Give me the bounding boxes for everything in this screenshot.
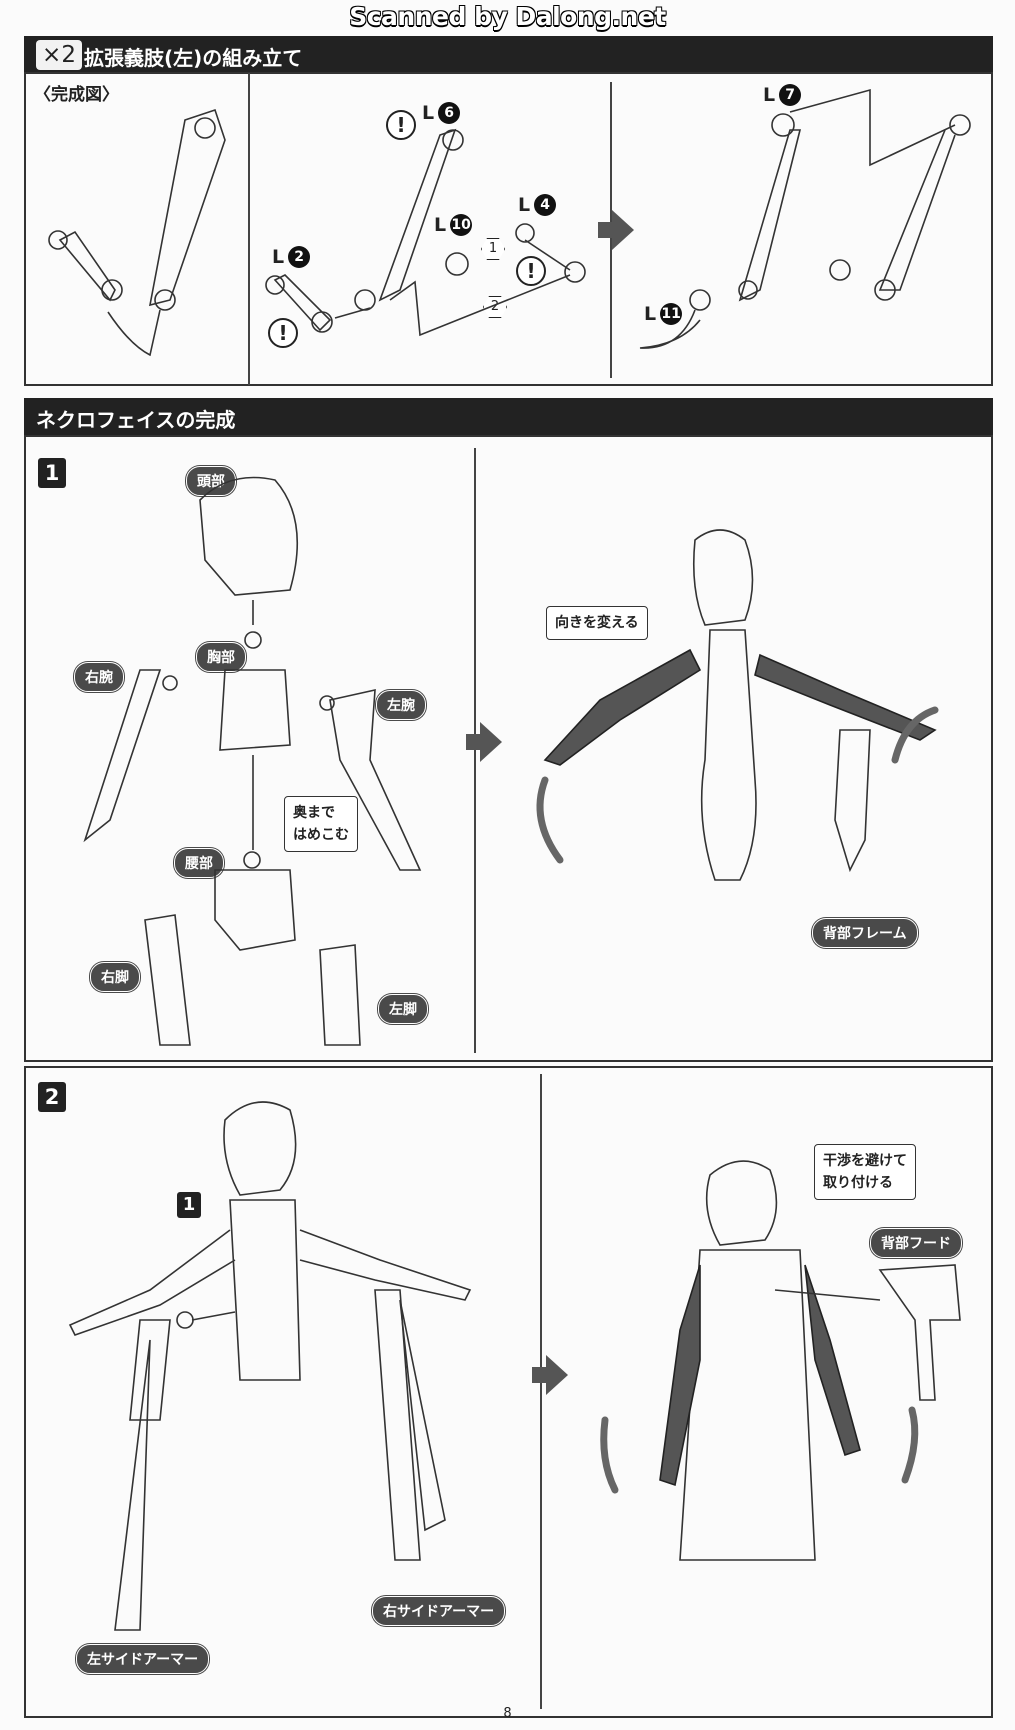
warning-icon: ! xyxy=(268,318,298,348)
watermark: Scanned by Dalong.net xyxy=(349,2,666,31)
warning-icon: ! xyxy=(516,256,546,286)
label-right-side-armor: 右サイドアーマー xyxy=(372,1596,506,1626)
next-arrow-icon xyxy=(598,210,634,250)
label-left-side-armor: 左サイドアーマー xyxy=(76,1644,210,1674)
section-title: ネクロフェイスの完成 xyxy=(36,408,236,432)
part-prefix: L xyxy=(422,102,435,124)
part-prefix: L xyxy=(272,246,285,268)
page-number: 8 xyxy=(503,1706,512,1721)
label-right-leg: 右脚 xyxy=(90,962,140,992)
label-back-frame: 背部フレーム xyxy=(812,918,918,948)
callout-avoid-interference: 干渉を避けて 取り付ける xyxy=(814,1144,916,1200)
part-number: 7 xyxy=(779,84,802,106)
step1-panel xyxy=(24,435,993,1062)
label-chest: 胸部 xyxy=(196,642,246,672)
callout-change-direction: 向きを変える xyxy=(546,606,648,640)
next-arrow-icon xyxy=(532,1355,568,1395)
multiplier-badge: ×2 xyxy=(36,40,82,70)
part-number: 4 xyxy=(534,194,557,216)
ref-step-badge-1: 1 xyxy=(177,1192,201,1218)
step2-panel xyxy=(24,1066,993,1718)
label-head: 頭部 xyxy=(186,466,236,496)
step-badge-1: 1 xyxy=(38,458,66,488)
section-header-completion: ネクロフェイスの完成 xyxy=(24,398,993,436)
divider xyxy=(540,1074,542,1709)
label-waist: 腰部 xyxy=(174,848,224,878)
step-order-1: 1 xyxy=(481,238,505,260)
part-number: 6 xyxy=(438,102,461,124)
part-number: 2 xyxy=(288,246,311,268)
complete-figure-label: 〈完成図〉 xyxy=(34,85,119,105)
label-left-leg: 左脚 xyxy=(378,994,428,1024)
label-right-arm: 右腕 xyxy=(74,662,124,692)
label-back-hood: 背部フード xyxy=(870,1228,962,1258)
label-left-arm: 左腕 xyxy=(376,690,426,720)
part-number: 11 xyxy=(660,303,683,325)
warning-icon: ! xyxy=(386,110,416,140)
divider xyxy=(248,73,250,385)
limb-assembly-panel xyxy=(24,72,993,386)
callout-insert-fully: 奥まで はめこむ xyxy=(284,796,358,852)
step-badge-2: 2 xyxy=(38,1082,66,1112)
section-header-limb: ×2 拡張義肢(左)の組み立て xyxy=(24,36,993,74)
part-prefix: L xyxy=(434,214,447,236)
divider xyxy=(474,448,476,1053)
part-prefix: L xyxy=(518,194,531,216)
section-title: 拡張義肢(左)の組み立て xyxy=(84,46,303,70)
part-prefix: L xyxy=(763,84,776,106)
part-prefix: L xyxy=(644,303,657,325)
next-arrow-icon xyxy=(466,722,502,762)
part-number: 10 xyxy=(450,214,473,236)
